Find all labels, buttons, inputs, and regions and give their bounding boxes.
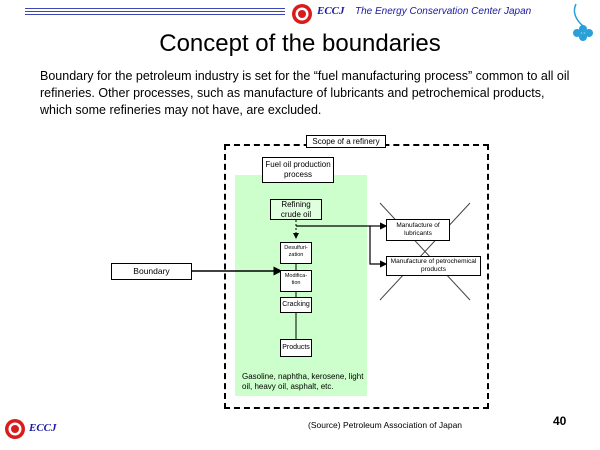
header-logo-text: ECCJ xyxy=(317,5,345,17)
arrow-to-petrochem xyxy=(296,225,388,268)
boundary-label: Boundary xyxy=(111,263,192,280)
page-number: 40 xyxy=(553,414,567,428)
header-org-name: The Energy Conservation Center Japan xyxy=(355,6,532,17)
lubricants-box: Manufacture of lubricants xyxy=(386,219,450,241)
desulfurization-box: Desulfuri-zation xyxy=(280,242,312,264)
refining-box: Refining crude oil xyxy=(270,199,322,220)
products-box: Products xyxy=(280,339,312,357)
modification-box: Modifica-tion xyxy=(280,270,312,292)
slide-body-text: Boundary for the petroleum industry is s… xyxy=(40,69,570,117)
cross-line-2 xyxy=(379,202,471,301)
footer-logo-text: ECCJ xyxy=(29,422,57,434)
fuel-process-label: Fuel oil production process xyxy=(262,157,334,183)
cracking-box: Cracking xyxy=(280,297,312,313)
header-rule xyxy=(25,8,285,18)
footer-logo-icon xyxy=(5,419,25,439)
slide-title: Concept of the boundaries xyxy=(159,30,441,57)
petrochemical-box: Manufacture of petrochemical products xyxy=(386,256,481,276)
source-note: (Source) Petroleum Association of Japan xyxy=(308,420,463,430)
scope-label: Scope of a refinery xyxy=(306,135,386,148)
eccj-logo-icon xyxy=(292,4,312,24)
clover-icon xyxy=(573,3,593,41)
products-note: Gasoline, naphtha, kerosene, light oil, … xyxy=(242,372,364,391)
